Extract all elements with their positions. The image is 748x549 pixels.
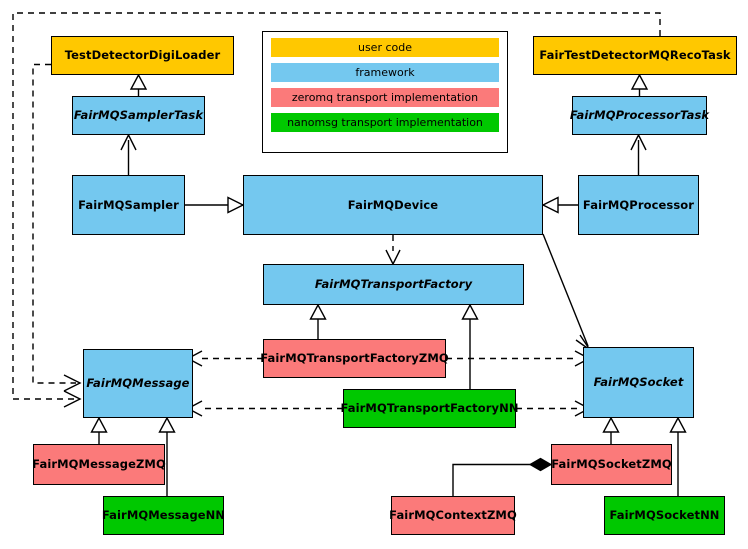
class-box-fair-mq-message[interactable]: FairMQMessage [83,349,193,418]
class-box-fair-mq-transport-factory-zmq[interactable]: FairMQTransportFactoryZMQ [260,339,449,378]
class-box-fair-mq-processor-task[interactable]: FairMQProcessorTask [569,96,710,135]
class-label: FairMQSamplerTask [73,108,204,123]
edge-processortask-to-recotask [630,73,649,96]
edge-transportfactory-to-zmqfactory [309,303,327,339]
class-label: FairMQSocketZMQ [551,457,672,472]
class-label: FairMQMessageZMQ [32,457,166,472]
class-box-fair-test-detector-mq-reco-task[interactable]: FairTestDetectorMQRecoTask [533,36,737,75]
class-box-test-detector-digi-loader[interactable]: TestDetectorDigiLoader [51,36,234,75]
edge-zmqfactory-to-message [186,350,263,367]
edge-nnfactory-to-message [186,400,343,417]
class-label: FairMQTransportFactoryNN [340,401,519,416]
class-label: TestDetectorDigiLoader [64,48,221,63]
class-label: FairMQSampler [78,197,179,212]
class-box-fair-mq-sampler-task[interactable]: FairMQSamplerTask [72,96,205,135]
class-label: FairMQMessageNN [101,508,226,523]
legend-panel: user code framework zeromq transport imp… [262,31,508,153]
class-box-fair-mq-context-zmq[interactable]: FairMQContextZMQ [389,496,517,535]
legend-item-framework: framework [271,63,499,82]
class-label: FairMQContextZMQ [389,508,517,523]
edge-samplertask-to-digiloader [129,73,148,96]
class-box-fair-mq-socket-nn[interactable]: FairMQSocketNN [604,496,725,535]
class-box-fair-mq-socket[interactable]: FairMQSocket [583,347,694,418]
legend-label: nanomsg transport implementation [287,116,483,129]
class-box-fair-mq-sampler[interactable]: FairMQSampler [72,175,185,235]
legend-item-nanomsg: nanomsg transport implementation [271,113,499,132]
class-label: FairMQSocketNN [609,508,720,523]
legend-label: user code [357,41,413,54]
edge-socket-to-socketzmq [602,416,620,444]
class-box-fair-mq-message-zmq[interactable]: FairMQMessageZMQ [32,444,166,485]
edge-device-to-socket [542,233,591,351]
edge-processor-to-processortask [630,133,647,175]
class-label: FairTestDetectorMQRecoTask [539,48,731,63]
class-box-fair-mq-transport-factory[interactable]: FairMQTransportFactory [263,264,524,305]
edge-zmqfactory-to-socket [446,350,591,367]
class-label: FairMQProcessor [582,197,695,212]
edge-socket-to-socketnn [669,416,687,496]
class-box-fair-mq-processor[interactable]: FairMQProcessor [578,175,699,235]
legend-label: framework [355,66,415,79]
edge-device-to-processor [541,196,578,214]
legend-item-zeromq: zeromq transport implementation [271,88,499,107]
edge-nnfactory-to-socket [516,400,591,417]
edge-socketzmq-to-contextzmq [452,457,553,496]
legend-label: zeromq transport implementation [291,91,479,104]
edge-message-to-messagezmq [90,416,108,444]
legend-item-user-code: user code [271,38,499,57]
class-label: FairMQMessage [86,376,190,391]
class-label: FairMQProcessorTask [569,108,710,123]
class-box-fair-mq-message-nn[interactable]: FairMQMessageNN [101,496,226,535]
class-box-fair-mq-device[interactable]: FairMQDevice [243,175,543,235]
edge-sampler-to-samplertask [120,133,137,175]
edge-device-to-sampler [185,196,245,214]
edge-transportfactory-to-nnfactory [461,303,479,389]
class-box-fair-mq-socket-zmq[interactable]: FairMQSocketZMQ [551,444,672,485]
class-label: FairMQTransportFactory [314,277,473,292]
class-box-fair-mq-transport-factory-nn[interactable]: FairMQTransportFactoryNN [340,389,519,428]
class-label: FairMQTransportFactoryZMQ [260,351,449,366]
class-label: FairMQDevice [347,197,439,212]
class-label: FairMQSocket [593,375,684,390]
edge-device-to-transportfactory [385,235,401,266]
